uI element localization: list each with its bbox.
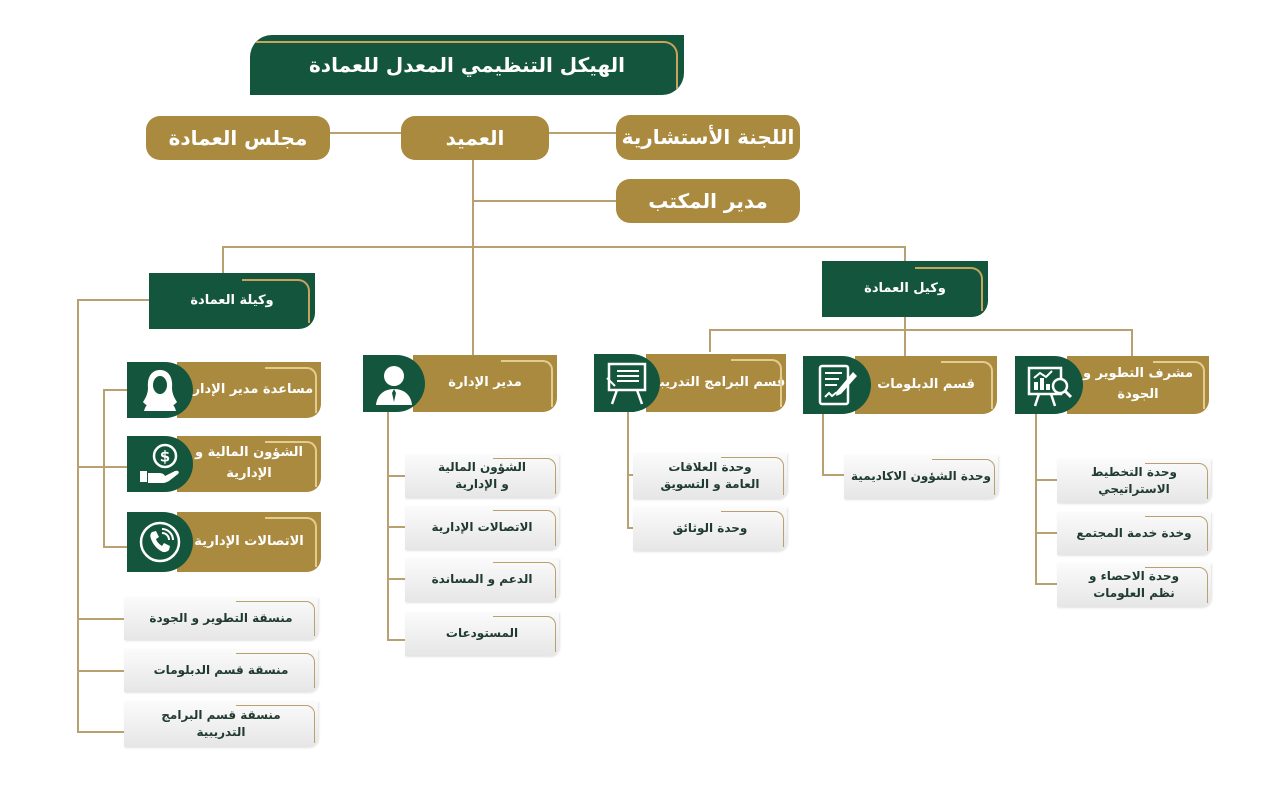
- advisory-committee-box: اللجنة الأستشارية: [616, 115, 800, 160]
- chart-title: الهيكل التنظيمي المعدل للعمادة: [250, 35, 684, 95]
- phone-icon: [127, 512, 193, 572]
- warehouses-unit-box: المستودعات: [405, 612, 559, 656]
- office-manager-box: مدير المكتب: [616, 179, 800, 223]
- certificate-pen-icon: [803, 356, 871, 414]
- admin-finance-unit-box: الشؤون المالية و الإدارية: [405, 454, 559, 498]
- dollar-hand-icon: $: [127, 436, 193, 492]
- admin-manager-box: مدير الإدارة: [363, 355, 557, 412]
- admin-communications-unit-box: الاتصالات الإدارية: [405, 506, 559, 550]
- coordinator-quality-box: منسقة التطوير و الجودة: [124, 597, 318, 640]
- vice-dean-female-box: وكيلة العمادة: [149, 273, 315, 329]
- man-avatar-icon: [363, 355, 425, 412]
- quality-supervisor-box: مشرف التطوير و الجودة: [1015, 356, 1209, 414]
- training-programs-dept-box: قسم البرامج التدريبية: [594, 354, 786, 412]
- assistant-admin-manager-box: مساعدة مدير الإدارة: [127, 362, 321, 418]
- coordinator-training-programs-box: منسقة قسم البرامج التدريبية: [124, 701, 318, 747]
- coordinator-diplomas-box: منسقة قسم الدبلومات: [124, 649, 318, 692]
- community-service-unit-box: وخدة خدمة المجتمع: [1057, 512, 1211, 555]
- vice-dean-male-box: وكيل العمادة: [822, 261, 988, 317]
- public-relations-unit-box: وحدة العلاقات العامة و التسويق: [633, 453, 787, 499]
- woman-avatar-icon: [127, 362, 193, 418]
- dean-box: العميد: [401, 116, 549, 160]
- presentation-board-icon: [594, 354, 660, 412]
- finance-admin-affairs-box: الشؤون المالية و الإدارية $: [127, 436, 321, 492]
- council-box: مجلس العمادة: [146, 116, 330, 160]
- documents-unit-box: وحدة الوثائق: [633, 507, 787, 551]
- support-unit-box: الدعم و المساندة: [405, 558, 559, 602]
- admin-communications-box: الاتصالات الإدارية: [127, 512, 321, 572]
- academic-affairs-unit-box: وحدة الشؤون الاكاديمية: [844, 455, 998, 499]
- strategic-planning-unit-box: وحدة التخطيط الاستراتيجي: [1057, 459, 1211, 503]
- diplomas-dept-box: قسم الدبلومات: [803, 356, 997, 414]
- chart-magnifier-icon: [1015, 356, 1083, 414]
- chart-title-text: الهيكل التنظيمي المعدل للعمادة: [309, 52, 626, 77]
- statistics-info-systems-unit-box: وحدة الاحصاء و نظم العلومات: [1057, 563, 1211, 607]
- svg-text:$: $: [160, 448, 170, 466]
